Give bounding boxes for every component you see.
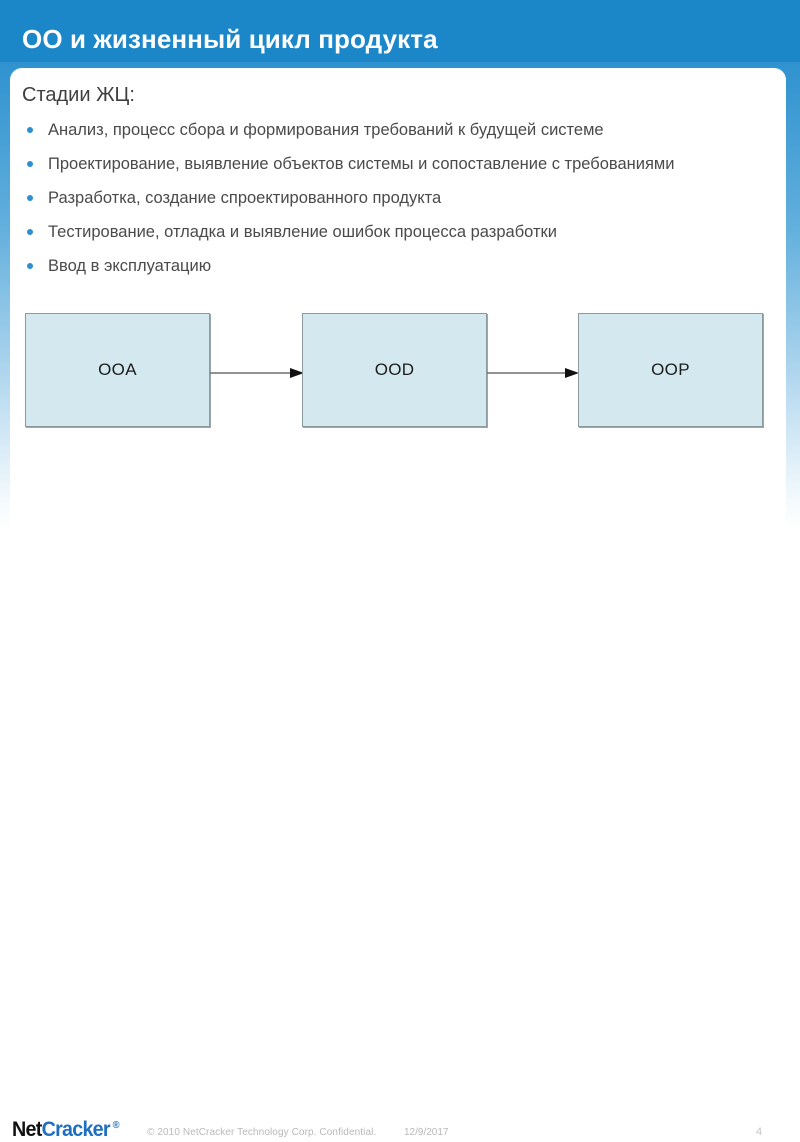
diagram-node-label: OOP: [651, 360, 690, 379]
diagram-arrow-ooa-to-ood: [210, 366, 304, 378]
bullet-dot-icon: [27, 161, 33, 167]
bullet-dot-icon: [27, 127, 33, 133]
list-item: Проектирование, выявление объектов систе…: [22, 152, 762, 177]
diagram-node-oop: OOP: [578, 313, 763, 427]
list-item: Ввод в эксплуатацию: [22, 254, 762, 279]
title-bar: ОО и жизненный цикл продукта: [0, 0, 800, 62]
list-item: Разработка, создание спроектированного п…: [22, 186, 762, 211]
list-item-label: Проектирование, выявление объектов систе…: [48, 155, 675, 173]
content-panel: Стадии ЖЦ: Анализ, процесс сбора и форми…: [10, 68, 786, 528]
diagram-node-label: OOD: [374, 360, 415, 379]
diagram-node-ooa: OOA: [25, 313, 210, 427]
logo-text-cracker: Cracker: [41, 1118, 111, 1141]
stages-bullet-list: Анализ, процесс сбора и формирования тре…: [22, 118, 762, 288]
list-item: Анализ, процесс сбора и формирования тре…: [22, 118, 762, 143]
diagram-node-label: OOA: [98, 360, 137, 379]
registered-trademark-icon: ®: [112, 1120, 120, 1131]
list-item-label: Разработка, создание спроектированного п…: [48, 189, 442, 207]
list-item-label: Тестирование, отладка и выявление ошибок…: [48, 223, 557, 241]
bullet-dot-icon: [27, 263, 33, 269]
list-item-label: Ввод в эксплуатацию: [48, 257, 212, 275]
page-title: ОО и жизненный цикл продукта: [22, 24, 438, 54]
bullet-dot-icon: [27, 195, 33, 201]
diagram-node-ood: OOD: [302, 313, 487, 427]
slide-footer: NetCracker® © 2010 NetCracker Technology…: [0, 552, 800, 1141]
list-item: Тестирование, отладка и выявление ошибок…: [22, 220, 762, 245]
copyright-text: © 2010 NetCracker Technology Corp. Confi…: [147, 1127, 377, 1138]
section-heading: Стадии ЖЦ:: [22, 84, 135, 106]
diagram-arrow-ood-to-oop: [487, 366, 579, 378]
list-item-label: Анализ, процесс сбора и формирования тре…: [48, 121, 604, 139]
logo-text-net: Net: [12, 1118, 42, 1141]
netcracker-logo: NetCracker®: [12, 1118, 120, 1142]
page-number: 4: [756, 1126, 763, 1138]
footer-date: 12/9/2017: [404, 1127, 449, 1138]
bullet-dot-icon: [27, 229, 33, 235]
